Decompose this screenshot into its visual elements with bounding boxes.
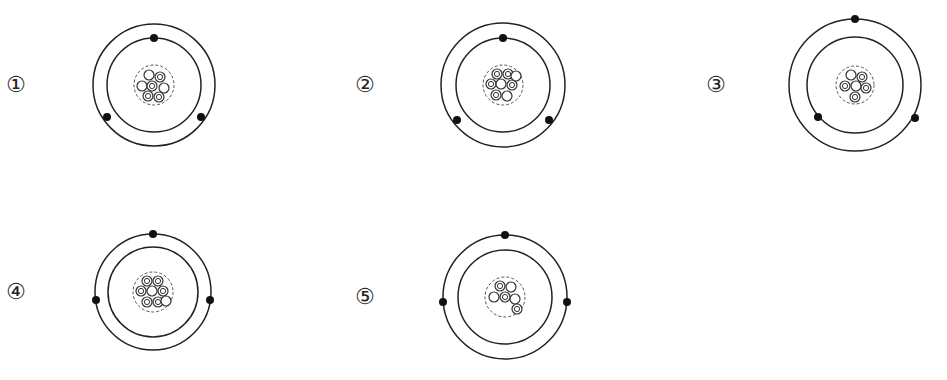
electron-dot: [851, 15, 859, 23]
electron-dot: [197, 113, 205, 121]
nucleus-outline: [836, 66, 874, 104]
nucleus-outline: [483, 65, 523, 105]
nucleus-boundary: [133, 65, 874, 317]
electron-shells: [93, 19, 921, 359]
electron-dot: [103, 113, 111, 121]
inner-shell: [807, 37, 903, 133]
inner-shell: [456, 38, 550, 132]
electron-dot: [92, 296, 100, 304]
electron-dot: [911, 114, 919, 122]
callout-number: ①: [6, 74, 26, 96]
inner-shell: [108, 247, 198, 337]
outer-shell: [441, 23, 565, 147]
outer-shell: [95, 234, 211, 350]
electron-dot: [563, 298, 571, 306]
nucleus: [486, 69, 521, 101]
nucleus: [489, 281, 522, 314]
outer-shell: [789, 19, 921, 151]
electron-dot: [150, 34, 158, 42]
electron-dot: [501, 231, 509, 239]
nucleus-outline: [134, 65, 174, 105]
nucleus: [840, 70, 871, 102]
outer-shell: [443, 235, 567, 359]
outer-shell: [93, 24, 215, 146]
electron-dot: [149, 230, 157, 238]
electron-dot: [545, 116, 553, 124]
electron-dot: [499, 34, 507, 42]
callout-number: ③: [706, 74, 726, 96]
nucleus: [137, 70, 169, 102]
electrons: [92, 15, 919, 306]
electron-dot: [814, 113, 822, 121]
callout-number: ②: [355, 74, 375, 96]
nucleus-particles: [136, 69, 871, 314]
nucleus-outline: [485, 277, 525, 317]
callout-number: ⑤: [355, 286, 375, 308]
electron-dot: [439, 298, 447, 306]
callout-number: ④: [6, 281, 26, 303]
nucleus-outline: [133, 272, 173, 312]
electron-dot: [206, 296, 214, 304]
electron-dot: [453, 116, 461, 124]
nucleus: [136, 276, 171, 307]
inner-shell: [458, 250, 552, 344]
inner-shell: [107, 38, 201, 132]
